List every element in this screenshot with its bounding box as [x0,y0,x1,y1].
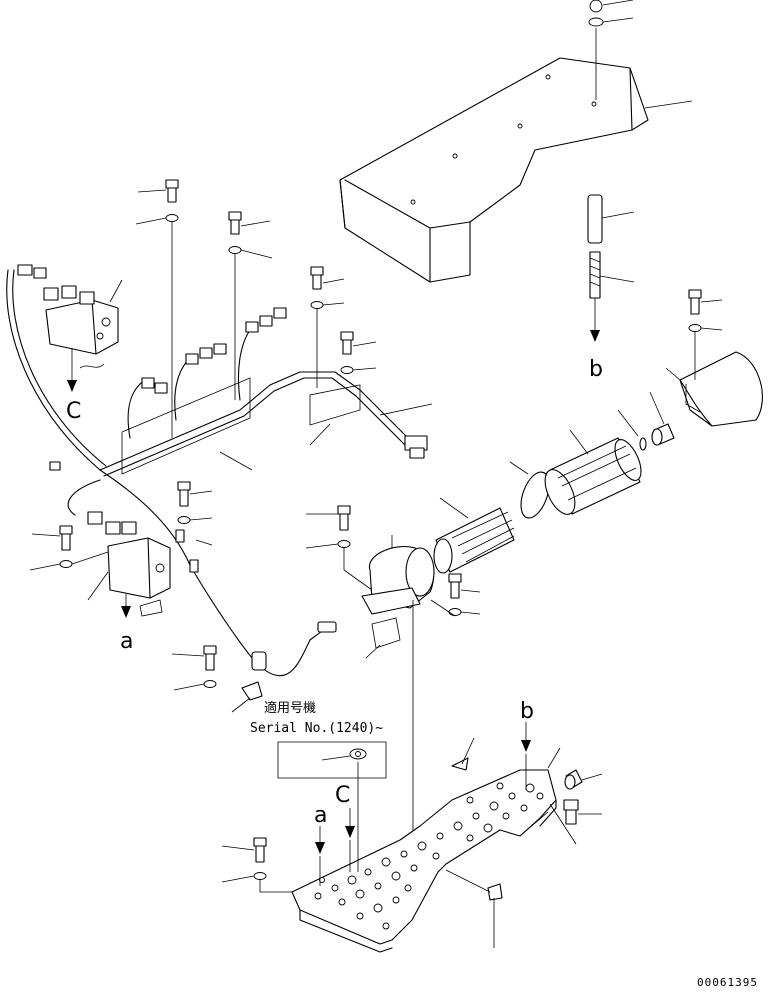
wiring-harness [7,265,432,676]
plug-parts [618,392,674,450]
applicability-note: 適用号機 Serial No.(1240)~ [250,700,386,778]
filter-case [539,430,646,519]
lower-valve-bolts [30,482,212,570]
top-cover [340,58,692,282]
plate-holes [315,783,543,929]
view-letter-c-upper: C [66,399,81,424]
solenoid-valve-upper [44,280,122,392]
view-letter-a-middle: a [120,629,133,654]
view-letter-c-lower: C [335,783,350,808]
view-letter-b-lower: b [520,699,534,724]
plate-fittings [520,748,602,844]
view-letter-b-upper: b [589,357,603,382]
view-letter-a-lower: a [314,803,327,828]
o-ring [510,462,554,522]
applicability-jp-label: 適用号機 [264,700,316,716]
plate-arrows [315,722,531,886]
harness-connectors [18,265,427,670]
spacer-stud [588,195,634,342]
serial-number-label: Serial No.(1240)~ [250,721,383,736]
harness-clamp-bolts [136,180,376,438]
solenoid-valve-lower [88,522,170,618]
plate-bolts-left [222,838,292,892]
top-nut [589,0,633,100]
filter-cover [666,290,762,426]
housing-bolts-right [431,574,480,616]
document-number: 00061395 [697,976,758,989]
filter-element [434,498,514,573]
sensor-bracket-bolts [172,646,262,712]
valve-body-plate [292,738,556,952]
